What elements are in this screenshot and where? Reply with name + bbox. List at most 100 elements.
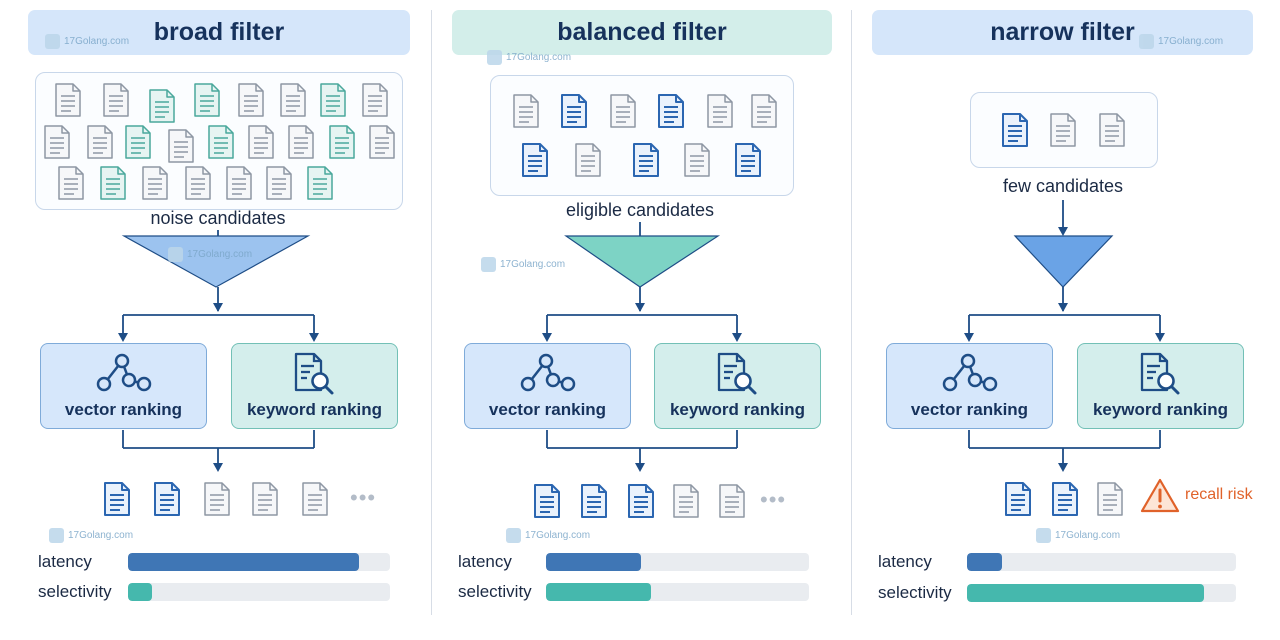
result-document-icon — [202, 481, 232, 516]
warning-icon — [1140, 478, 1180, 519]
document-icon — [264, 165, 294, 200]
document-icon — [559, 93, 589, 128]
watermark-text: 17Golang.com — [506, 52, 572, 63]
document-icon — [183, 165, 213, 200]
document-icon — [608, 93, 638, 128]
document-icon — [56, 165, 86, 200]
vector-graph-icon — [518, 352, 578, 394]
document-icon — [367, 124, 397, 159]
document-icon — [631, 142, 661, 177]
filter-funnel — [1013, 235, 1114, 288]
document-icon — [224, 165, 254, 200]
selectivity-bar-fill — [967, 584, 1204, 602]
result-document-icon — [579, 483, 609, 518]
result-document-icon — [532, 483, 562, 518]
watermark: 17Golang.com — [1139, 34, 1223, 49]
document-icon — [53, 82, 83, 117]
document-icon — [1048, 112, 1078, 147]
watermark: 17Golang.com — [487, 50, 571, 65]
watermark-text: 17Golang.com — [64, 36, 130, 47]
watermark-logo-icon — [168, 247, 183, 262]
selectivity-label: selectivity — [38, 582, 112, 601]
vector-graph-icon — [94, 352, 154, 394]
keyword-ranking-box: keyword ranking — [231, 343, 398, 429]
document-icon — [236, 82, 266, 117]
result-document-icon — [1050, 481, 1080, 516]
vector-ranking-label: vector ranking — [488, 400, 607, 419]
document-icon — [520, 142, 550, 177]
watermark-logo-icon — [481, 257, 496, 272]
latency-bar-fill — [546, 553, 641, 571]
watermark-logo-icon — [45, 34, 60, 49]
watermark-text: 17Golang.com — [1055, 530, 1121, 541]
vector-graph-icon — [940, 352, 1000, 394]
panel-title: broad filter — [28, 10, 410, 55]
selectivity-bar-fill — [128, 583, 152, 601]
candidates-label: few candidates — [1002, 176, 1124, 196]
panel-divider — [851, 10, 852, 615]
document-icon — [166, 128, 196, 163]
more-results-ellipsis: ••• — [760, 487, 787, 512]
selectivity-label: selectivity — [458, 582, 532, 601]
selectivity-bar-track — [546, 583, 809, 601]
document-icon — [1000, 112, 1030, 147]
latency-bar-track — [967, 553, 1236, 571]
document-icon — [123, 124, 153, 159]
watermark: 17Golang.com — [49, 528, 133, 543]
latency-label: latency — [458, 552, 512, 571]
document-icon — [1097, 112, 1127, 147]
document-icon — [682, 142, 712, 177]
result-document-icon — [1095, 481, 1125, 516]
document-icon — [360, 82, 390, 117]
document-icon — [85, 124, 115, 159]
arrowhead — [1155, 333, 1165, 342]
document-icon — [192, 82, 222, 117]
result-document-icon — [626, 483, 656, 518]
watermark-logo-icon — [487, 50, 502, 65]
watermark: 17Golang.com — [481, 257, 565, 272]
watermark: 17Golang.com — [168, 247, 252, 262]
result-document-icon — [300, 481, 330, 516]
document-icon — [327, 124, 357, 159]
watermark-text: 17Golang.com — [500, 259, 566, 270]
watermark-text: 17Golang.com — [1158, 36, 1224, 47]
document-icon — [278, 82, 308, 117]
latency-bar-fill — [128, 553, 359, 571]
keyword-ranking-label: keyword ranking — [246, 400, 383, 419]
latency-bar-track — [546, 553, 809, 571]
watermark-logo-icon — [1036, 528, 1051, 543]
vector-ranking-label: vector ranking — [64, 400, 183, 419]
candidates-label: noise candidates — [150, 208, 286, 228]
document-icon — [246, 124, 276, 159]
document-icon — [511, 93, 541, 128]
result-document-icon — [102, 481, 132, 516]
document-icon — [147, 88, 177, 123]
result-document-icon — [1003, 481, 1033, 516]
selectivity-bar-track — [128, 583, 390, 601]
watermark-text: 17Golang.com — [68, 530, 134, 541]
document-icon — [140, 165, 170, 200]
selectivity-bar-fill — [546, 583, 652, 601]
result-document-icon — [152, 481, 182, 516]
latency-bar-track — [128, 553, 390, 571]
candidates-label: eligible candidates — [565, 200, 715, 220]
keyword-ranking-box: keyword ranking — [1077, 343, 1244, 429]
document-icon — [573, 142, 603, 177]
arrowhead — [964, 333, 974, 342]
latency-bar-fill — [967, 553, 1002, 571]
arrowhead — [1058, 463, 1068, 472]
document-search-icon — [713, 352, 763, 395]
keyword-ranking-label: keyword ranking — [669, 400, 806, 419]
document-icon — [101, 82, 131, 117]
latency-label: latency — [878, 552, 932, 571]
document-icon — [733, 142, 763, 177]
result-document-icon — [671, 483, 701, 518]
watermark-logo-icon — [49, 528, 64, 543]
document-icon — [286, 124, 316, 159]
watermark: 17Golang.com — [1036, 528, 1120, 543]
vector-ranking-box: vector ranking — [40, 343, 207, 429]
vector-ranking-box: vector ranking — [464, 343, 631, 429]
selectivity-bar-track — [967, 584, 1236, 602]
result-document-icon — [250, 481, 280, 516]
